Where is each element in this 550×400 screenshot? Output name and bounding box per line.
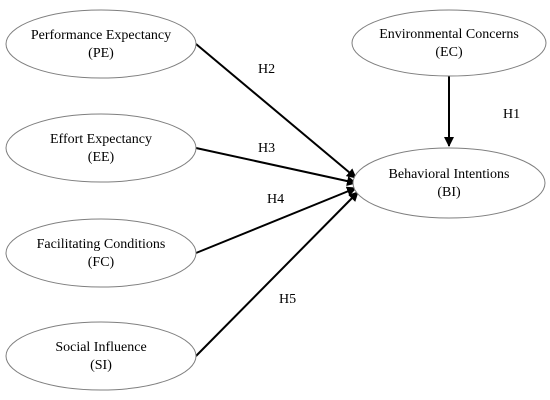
edge-ee-to-bi [195,147,357,186]
edge-label-h3: H3 [258,141,275,156]
node-label-facilitating-conditions: Facilitating Conditions [37,237,166,252]
edge-pe-to-bi [195,43,357,179]
edge-labels: H1 H2 H3 H4 H5 [258,62,520,307]
edge-label-h4: H4 [267,192,284,207]
node-social-influence: Social Influence (SI) [5,321,197,391]
node-abbr-bi: (BI) [437,185,461,200]
edge-label-h5: H5 [279,292,296,307]
node-abbr-si: (SI) [90,358,112,373]
node-label-performance-expectancy: Performance Expectancy [31,28,171,43]
node-effort-expectancy: Effort Expectancy (EE) [5,113,197,183]
node-abbr-ec: (EC) [435,45,463,60]
edge-label-h1: H1 [503,107,520,122]
node-abbr-pe: (PE) [88,46,114,61]
node-performance-expectancy: Performance Expectancy (PE) [5,9,197,79]
edge-fc-to-bi [195,186,357,254]
node-label-effort-expectancy: Effort Expectancy [50,132,152,147]
node-behavioral-intentions: Behavioral Intentions (BI) [352,147,546,219]
edges [195,43,454,357]
node-label-behavioral-intentions: Behavioral Intentions [389,167,510,182]
edge-label-h2: H2 [258,62,275,77]
node-facilitating-conditions: Facilitating Conditions (FC) [5,218,197,288]
node-label-social-influence: Social Influence [55,340,146,355]
node-label-environmental-concerns: Environmental Concerns [379,27,519,42]
node-abbr-ee: (EE) [88,150,115,165]
node-abbr-fc: (FC) [88,255,115,270]
node-environmental-concerns: Environmental Concerns (EC) [351,9,547,77]
edge-si-to-bi [195,191,359,357]
